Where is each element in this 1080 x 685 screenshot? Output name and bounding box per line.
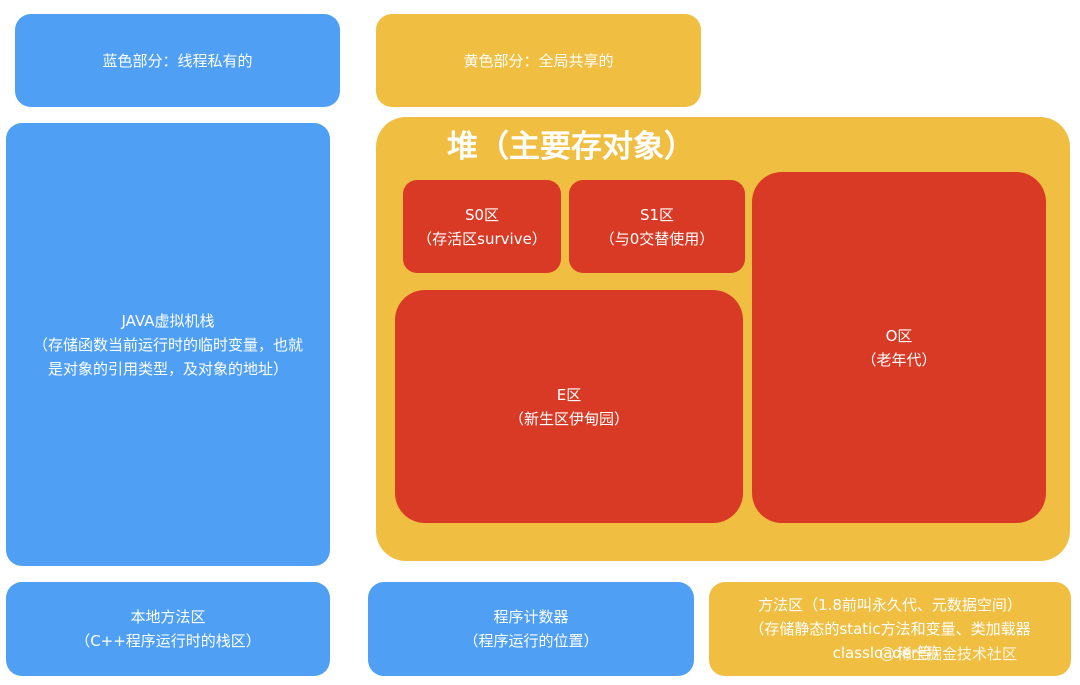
legend-global-shared-label: 黄色部分：全局共享的 xyxy=(463,51,614,70)
program-counter-title: 程序计数器 xyxy=(493,608,569,626)
native-method-stack-box: 本地方法区 （C++程序运行时的栈区） xyxy=(6,582,330,676)
juejin-logo-icon xyxy=(880,647,894,661)
heap-title: 堆（主要存对象） xyxy=(447,129,695,165)
jvm-stack-desc-line-1: （存储函数当前运行时的临时变量，也就 xyxy=(32,335,303,354)
survivor-1-desc: （与0交替使用） xyxy=(599,229,715,248)
jvm-stack-desc-line-2: 是对象的引用类型，及对象的地址） xyxy=(47,359,288,378)
eden-desc: （新生区伊甸园） xyxy=(508,409,629,428)
watermark: 稀土掘金技术社区 xyxy=(880,643,1017,665)
survivor-0-desc: （存活区survive） xyxy=(417,229,547,248)
method-area-desc-line-1: （存储静态的static方法和变量、类加载器 xyxy=(749,620,1031,638)
old-generation-region: O区 （老年代） xyxy=(752,172,1046,523)
survivor-0-region: S0区 （存活区survive） xyxy=(403,180,561,273)
method-area-title: 方法区（1.8前叫永久代、元数据空间） xyxy=(758,596,1022,614)
method-area-box: 方法区（1.8前叫永久代、元数据空间） （存储静态的static方法和变量、类加… xyxy=(709,582,1071,676)
survivor-1-title: S1区 xyxy=(639,205,675,224)
program-counter-desc: （程序运行的位置） xyxy=(463,632,599,650)
eden-title: E区 xyxy=(556,385,582,404)
native-method-stack-title: 本地方法区 xyxy=(130,608,206,626)
legend-thread-private: 蓝色部分：线程私有的 xyxy=(15,14,340,107)
watermark-text: 稀土掘金技术社区 xyxy=(897,645,1018,663)
legend-thread-private-label: 蓝色部分：线程私有的 xyxy=(102,51,253,70)
legend-global-shared: 黄色部分：全局共享的 xyxy=(376,14,701,107)
program-counter-box: 程序计数器 （程序运行的位置） xyxy=(368,582,694,676)
survivor-0-title: S0区 xyxy=(464,205,500,224)
survivor-1-region: S1区 （与0交替使用） xyxy=(569,180,745,273)
native-method-stack-desc: （C++程序运行时的栈区） xyxy=(75,632,261,650)
old-generation-title: O区 xyxy=(885,326,913,345)
old-generation-desc: （老年代） xyxy=(861,350,937,369)
jvm-stack-box: JAVA虚拟机栈 （存储函数当前运行时的临时变量，也就 是对象的引用类型，及对象… xyxy=(6,123,330,566)
jvm-stack-title: JAVA虚拟机栈 xyxy=(121,311,215,330)
eden-region: E区 （新生区伊甸园） xyxy=(395,290,743,523)
